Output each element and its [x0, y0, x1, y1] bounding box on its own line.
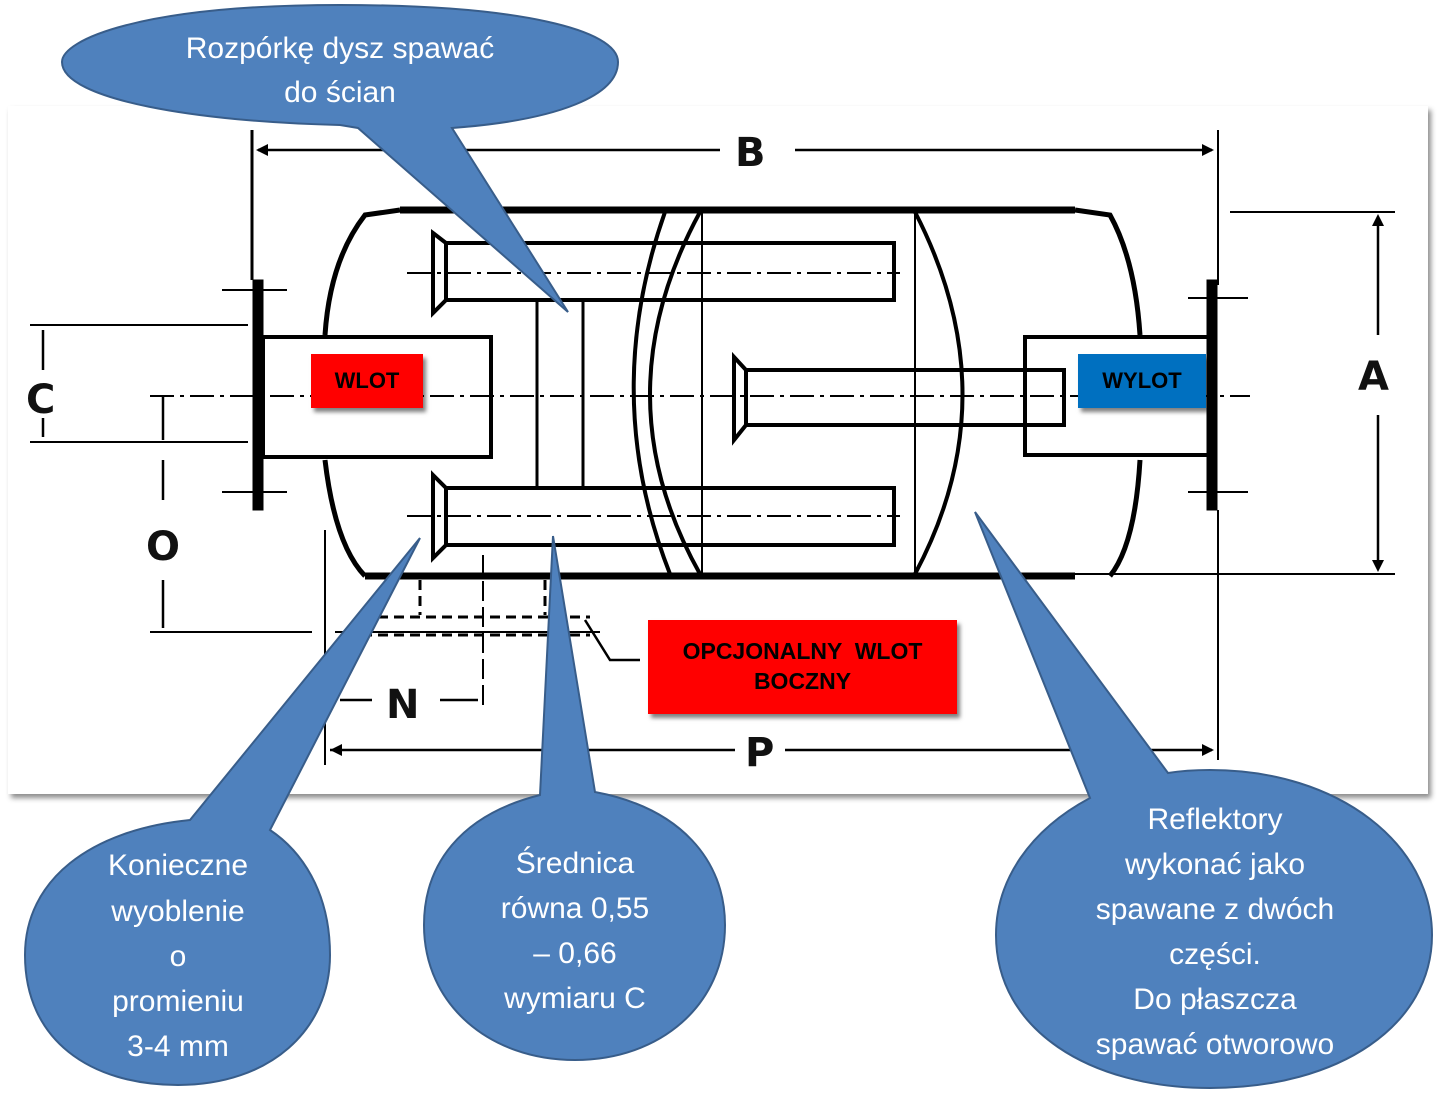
shell-end-left-bottom: [322, 459, 367, 578]
callout-diameter-ratio: Średnica równa 0,55 – 0,66 wymiaru C: [422, 535, 727, 1062]
side-inlet-dashed: [362, 580, 590, 637]
callout-text-line: spawane z dwóch: [1096, 893, 1334, 926]
dim-label-b: B: [735, 130, 766, 176]
callout-text-line: Reflektory: [1147, 803, 1282, 836]
callout-bubble: [23, 537, 421, 1087]
dim-p-arrow-left: [330, 744, 342, 756]
dim-p-arrow-right: [1202, 744, 1214, 756]
dim-label-p: P: [745, 730, 774, 776]
reflector-left: [648, 211, 702, 575]
callout-text-line: – 0,66: [533, 937, 616, 970]
dim-b-arrow-right: [1202, 144, 1214, 156]
nozzle-bottom-pipe: [444, 486, 896, 547]
callout-text-line: o: [170, 940, 187, 973]
shell-end-right-bottom: [1108, 459, 1143, 578]
outlet-nozzle-pipe: [744, 368, 1066, 427]
callout-text-line: do ścian: [284, 76, 396, 109]
callout-text-line: równa 0,55: [501, 892, 649, 925]
callout-text-line: części.: [1169, 938, 1261, 971]
shell-end-left-top: [322, 207, 401, 336]
callout-text-line: 3-4 mm: [127, 1030, 229, 1063]
outlet-label: WYLOT: [1078, 354, 1206, 408]
callout-bubble: [974, 511, 1434, 1090]
outlet-flange: [1206, 279, 1218, 511]
callout-text-line: promieniu: [112, 985, 244, 1018]
outlet-label-text: WYLOT: [1102, 367, 1182, 393]
dim-label-a: A: [1358, 354, 1389, 400]
inlet-label: WLOT: [311, 354, 423, 408]
side-inlet-label: OPCJONALNY WLOT BOCZNY: [648, 620, 957, 714]
drawing-lines: [30, 130, 1395, 765]
callout-bubble: [60, 3, 620, 313]
reflector-arc-1: [631, 211, 672, 575]
callout-text-line: Średnica: [516, 846, 635, 880]
callout-bubble: [422, 535, 727, 1062]
callout-flare-radius: Konieczne wyoblenie o promieniu 3-4 mm: [23, 537, 421, 1087]
dim-b-arrow-left: [256, 144, 268, 156]
callout-text-line: wymiaru C: [503, 982, 646, 1015]
callout-text-line: wykonać jako: [1124, 848, 1305, 881]
nozzle-top-pipe: [444, 241, 896, 302]
callout-text-line: spawać otworowo: [1096, 1028, 1334, 1061]
dim-label-c: C: [26, 377, 55, 423]
callout-text-line: Rozpórkę dysz spawać: [186, 32, 494, 65]
side-inlet-label-line1: OPCJONALNY WLOT: [682, 638, 923, 665]
inlet-label-text: WLOT: [334, 367, 400, 393]
side-inlet-label-line2: BOCZNY: [753, 668, 852, 694]
dim-label-n: N: [386, 682, 419, 728]
dim-a-arrow-bottom: [1372, 560, 1384, 572]
callout-spacer-weld: Rozpórkę dysz spawać do ścian: [60, 3, 620, 313]
dim-a-arrow-top: [1372, 214, 1384, 226]
callout-text-line: Do płaszcza: [1133, 983, 1297, 1016]
callout-text-line: wyoblenie: [110, 895, 244, 928]
side-inlet-leader: [583, 619, 640, 662]
callout-text-line: Konieczne: [108, 849, 248, 882]
dim-label-o: O: [146, 524, 180, 570]
shell-end-right-top: [1074, 207, 1143, 336]
callout-reflectors: Reflektory wykonać jako spawane z dwóch …: [974, 511, 1434, 1090]
reflector-arc-2: [913, 211, 965, 575]
